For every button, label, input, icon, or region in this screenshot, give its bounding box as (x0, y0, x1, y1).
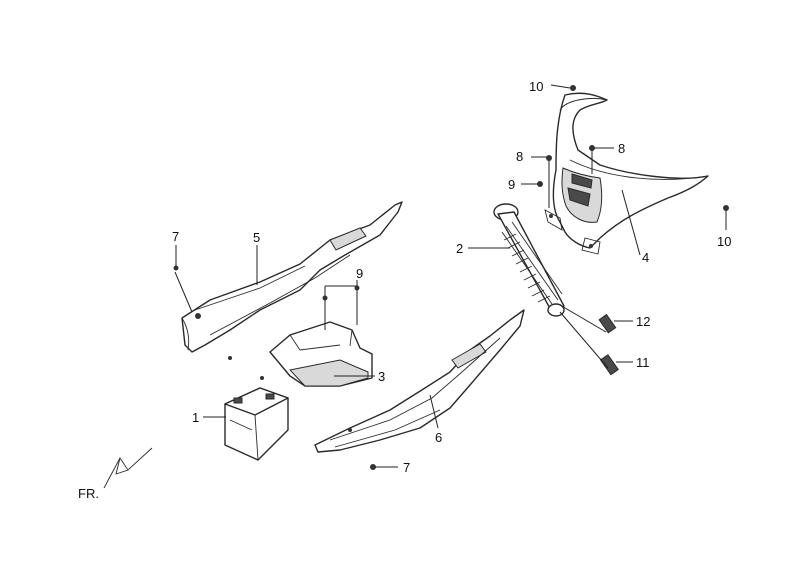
callout-8-right: 8 (618, 141, 625, 156)
callout-9-left: 9 (356, 266, 363, 281)
screw-7-bottom (370, 464, 376, 470)
screw-9-b (354, 285, 360, 291)
screw-battery-a (228, 356, 232, 360)
screw-battery-b (260, 376, 264, 380)
callout-7-top: 7 (172, 229, 179, 244)
callout-7-bottom: 7 (403, 460, 410, 475)
front-indicator-label: FR. (78, 486, 99, 501)
screw-9-a (322, 295, 328, 301)
callout-10-right: 10 (717, 234, 731, 249)
part-4-rear-cover (544, 92, 709, 255)
screw-7-top (173, 265, 179, 271)
screw-10-b (723, 205, 729, 211)
screw-9-c (537, 181, 543, 187)
bolt-11 (599, 354, 619, 376)
fasteners (173, 85, 729, 470)
callout-12: 12 (636, 314, 650, 329)
bolt-12 (598, 313, 617, 334)
callouts: 1 2 3 4 5 6 7 7 8 8 9 9 10 10 11 12 (172, 79, 731, 475)
callout-10-top: 10 (529, 79, 543, 94)
callout-3: 3 (378, 369, 385, 384)
callout-8-left: 8 (516, 149, 523, 164)
callout-6: 6 (435, 430, 442, 445)
callout-5: 5 (253, 230, 260, 245)
screw-8-b (589, 145, 595, 151)
part-3-inner-panel (269, 321, 373, 387)
callout-2: 2 (456, 241, 463, 256)
screw-8-a (546, 155, 552, 161)
part-5-side-rail (181, 201, 403, 353)
screw-10-a (570, 85, 576, 91)
callout-1: 1 (192, 410, 199, 425)
callout-9-right: 9 (508, 177, 515, 192)
callout-11: 11 (636, 355, 650, 370)
leader-lines (174, 84, 727, 468)
front-direction-indicator: FR. (78, 447, 153, 501)
part-6-side-cover (314, 309, 525, 453)
callout-4: 4 (642, 250, 649, 265)
part-2-shock-absorber (493, 203, 565, 317)
part-1-battery (224, 387, 289, 461)
